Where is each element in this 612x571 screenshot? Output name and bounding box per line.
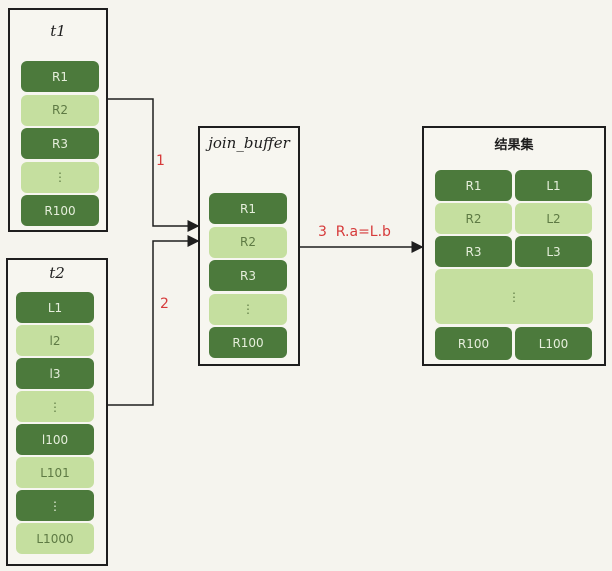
arrow-label-step3: 3 R.a=L.b bbox=[318, 224, 391, 240]
arrow-t1-to-join-buffer bbox=[107, 98, 200, 232]
table-t2-title: t2 bbox=[49, 264, 65, 282]
join-buffer-row: ⋮ bbox=[209, 293, 287, 325]
t2-row: l3 bbox=[16, 358, 94, 389]
join-buffer-row: R1 bbox=[209, 193, 287, 224]
t1-row: R1 bbox=[21, 61, 99, 92]
arrow-label-step2: 2 bbox=[160, 296, 169, 312]
t2-row: L1000 bbox=[16, 523, 94, 554]
t2-row: L1 bbox=[16, 292, 94, 323]
result-cell-right: L3 bbox=[515, 236, 592, 267]
t1-row: R2 bbox=[21, 94, 99, 126]
t2-row: ⋮ bbox=[16, 391, 94, 422]
result-cell-left: R1 bbox=[435, 170, 512, 201]
result-cell-right: L1 bbox=[515, 170, 592, 201]
t2-row: ⋮ bbox=[16, 490, 94, 521]
join-buffer-row: R2 bbox=[209, 226, 287, 258]
result-cell-right: L2 bbox=[515, 203, 592, 234]
arrow-label-step1: 1 bbox=[156, 153, 165, 169]
join-buffer-row: R3 bbox=[209, 260, 287, 291]
arrow-t2-to-join-buffer bbox=[107, 235, 200, 406]
t1-row: R100 bbox=[21, 195, 99, 226]
t2-row: l2 bbox=[16, 325, 94, 356]
result-cell-left: R3 bbox=[435, 236, 512, 267]
result-cell-left: R2 bbox=[435, 203, 512, 234]
t2-row: L101 bbox=[16, 457, 94, 488]
t1-row: ⋮ bbox=[21, 161, 99, 193]
result-cell-right: L100 bbox=[515, 327, 592, 360]
result-set-title: 结果集 bbox=[494, 138, 534, 153]
t1-row: R3 bbox=[21, 128, 99, 159]
result-row-ellipsis: ⋮ bbox=[435, 269, 593, 324]
join-buffer-title: join_buffer bbox=[208, 134, 290, 152]
join-buffer-row: R100 bbox=[209, 327, 287, 358]
t2-row: l100 bbox=[16, 424, 94, 455]
table-t1-title: t1 bbox=[50, 22, 66, 40]
result-cell-left: R100 bbox=[435, 327, 512, 360]
